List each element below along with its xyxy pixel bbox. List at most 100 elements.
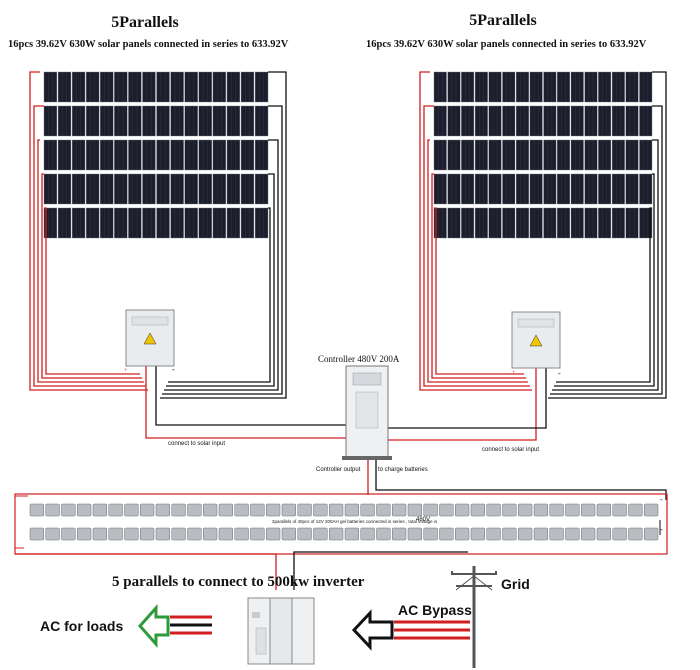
- left-solar-panel: [142, 71, 156, 103]
- battery-unit: [518, 503, 533, 517]
- battery-unit: [108, 503, 123, 517]
- battery-minus-top: -: [660, 495, 663, 504]
- controller-cabinet: [342, 365, 392, 460]
- ac-bypass-input: [351, 609, 470, 651]
- left-solar-panel: [71, 71, 86, 103]
- battery-unit: [439, 503, 454, 517]
- battery-unit: [486, 503, 501, 517]
- left-solar-panel: [142, 173, 156, 205]
- battery-unit: [423, 503, 438, 517]
- left-solar-panel: [128, 207, 142, 239]
- battery-unit: [92, 503, 107, 517]
- right-solar-panel: [433, 105, 447, 137]
- right-solar-panel: [584, 105, 598, 137]
- left-solar-panel: [254, 71, 269, 103]
- left-solar-panel: [57, 207, 72, 239]
- grid-pole-icon: [451, 566, 497, 668]
- right-solar-panel: [598, 173, 612, 205]
- right-solar-panel: [502, 207, 516, 239]
- right-solar-panel: [433, 207, 447, 239]
- left-solar-panel: [254, 207, 269, 239]
- battery-unit: [376, 503, 391, 517]
- battery-unit: [297, 527, 312, 541]
- right-array-wiring: [388, 71, 667, 441]
- right-solar-panel: [447, 139, 461, 171]
- right-solar-panel: [639, 105, 653, 137]
- right-solar-panel: [502, 139, 516, 171]
- left-combiner-box: [125, 309, 175, 367]
- left-solar-panel: [156, 173, 170, 205]
- right-solar-panel: [611, 105, 625, 137]
- right-solar-panel: [433, 71, 447, 103]
- right-solar-panel: [488, 173, 502, 205]
- battery-unit: [187, 527, 202, 541]
- left-solar-panel: [170, 207, 184, 239]
- left-solar-panel: [43, 173, 58, 205]
- left-solar-panel: [71, 139, 86, 171]
- right-solar-panel: [557, 207, 570, 239]
- left-solar-panel: [86, 207, 100, 239]
- left-solar-panel: [156, 71, 170, 103]
- right-combiner-plus: +: [512, 370, 516, 376]
- grid-label: Grid: [501, 576, 530, 592]
- left-solar-panel: [86, 139, 100, 171]
- battery-unit: [470, 527, 485, 541]
- battery-unit: [313, 503, 328, 517]
- battery-unit: [155, 527, 170, 541]
- controller-title: Controller 480V 200A: [318, 354, 400, 364]
- left-solar-panel: [254, 173, 269, 205]
- left-solar-panel: [184, 139, 198, 171]
- battery-unit: [407, 527, 422, 541]
- battery-unit: [533, 503, 548, 517]
- right-solar-panel: [461, 207, 475, 239]
- left-solar-panel: [226, 173, 241, 205]
- battery-unit: [203, 527, 218, 541]
- battery-unit: [486, 527, 501, 541]
- right-solar-panel: [447, 71, 461, 103]
- right-combiner-minus: -: [558, 369, 561, 378]
- left-solar-panel: [240, 71, 255, 103]
- battery-unit: [281, 503, 296, 517]
- right-solar-panel: [557, 71, 570, 103]
- right-combiner-box: [511, 311, 561, 369]
- right-solar-panel: [474, 105, 488, 137]
- right-solar-panel: [584, 71, 598, 103]
- left-solar-panel: [184, 207, 198, 239]
- battery-unit: [140, 527, 155, 541]
- battery-unit: [344, 503, 359, 517]
- left-solar-panel: [170, 173, 184, 205]
- right-array-title: 5Parallels: [469, 12, 537, 29]
- right-solar-panel: [557, 139, 570, 171]
- battery-caption: 2parallels of 40pcs of 12V 200AH gel bat…: [272, 519, 438, 524]
- battery-unit: [187, 503, 202, 517]
- left-solar-panel: [43, 139, 58, 171]
- right-solar-panel: [598, 207, 612, 239]
- left-solar-panel: [198, 173, 212, 205]
- left-solar-panel: [100, 105, 114, 137]
- right-solar-panel: [611, 71, 625, 103]
- battery-unit: [360, 503, 375, 517]
- left-solar-panel: [43, 207, 58, 239]
- battery-unit: [392, 503, 407, 517]
- left-solar-panel: [156, 139, 170, 171]
- battery-unit: [297, 503, 312, 517]
- battery-unit: [644, 503, 659, 517]
- right-solar-panel: [488, 139, 502, 171]
- battery-unit: [628, 503, 643, 517]
- right-solar-panel: [474, 173, 488, 205]
- battery-unit: [612, 503, 627, 517]
- left-combiner-plus: +: [124, 368, 128, 374]
- ac-loads-output: [137, 604, 212, 648]
- right-solar-panel: [474, 207, 488, 239]
- left-solar-panel: [212, 105, 226, 137]
- right-solar-panel: [516, 139, 529, 171]
- left-solar-panel: [142, 207, 156, 239]
- battery-inverter-wiring: [15, 551, 468, 590]
- battery-unit: [329, 527, 344, 541]
- right-solar-panel: [557, 105, 570, 137]
- battery-rows: [29, 503, 659, 541]
- battery-unit: [155, 503, 170, 517]
- left-solar-panel: [170, 71, 184, 103]
- right-solar-panel: [461, 173, 475, 205]
